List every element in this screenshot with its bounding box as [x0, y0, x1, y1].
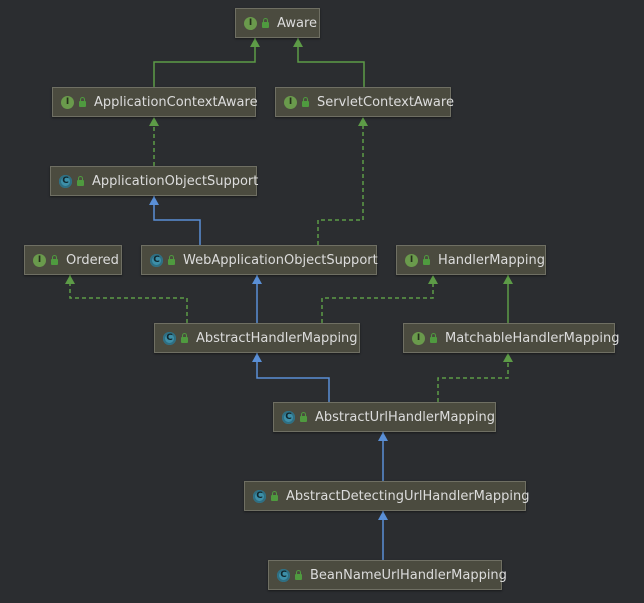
public-lock-icon	[271, 490, 278, 501]
class-badge-icon: C	[277, 568, 290, 582]
node-label: AbstractDetectingUrlHandlerMapping	[286, 488, 530, 504]
node-label: MatchableHandlerMapping	[445, 330, 620, 346]
edge-servlet-context-aware-to-aware	[293, 38, 365, 87]
public-lock-icon	[77, 175, 84, 186]
arrowhead-icon	[503, 353, 513, 362]
interface-badge-icon: I	[284, 95, 297, 109]
edge-line	[153, 196, 201, 245]
edge-abstract-url-handler-mapping-to-abstract-handler-mapping	[252, 353, 330, 402]
node-matchable-handler-mapping[interactable]: I MatchableHandlerMapping	[403, 323, 619, 353]
public-lock-icon	[262, 17, 269, 28]
node-label: Ordered	[66, 252, 119, 268]
node-ordered[interactable]: I Ordered	[24, 245, 122, 275]
edge-line	[437, 353, 509, 402]
node-label: AbstractHandlerMapping	[196, 330, 358, 346]
edge-bean-name-url-handler-mapping-to-abstract-detecting-url-handler-mapping	[378, 511, 388, 560]
node-application-object-support[interactable]: C ApplicationObjectSupport	[50, 166, 259, 196]
arrowhead-icon	[65, 275, 75, 284]
arrowhead-icon	[503, 275, 513, 284]
public-lock-icon	[181, 332, 188, 343]
node-label: ApplicationContextAware	[94, 94, 258, 110]
edge-application-object-support-to-application-context-aware	[149, 117, 159, 166]
edge-line	[153, 38, 256, 87]
edge-abstract-detecting-url-handler-mapping-to-abstract-url-handler-mapping	[378, 432, 388, 481]
edge-web-application-object-support-to-application-object-support	[149, 196, 201, 245]
interface-badge-icon: I	[412, 331, 425, 345]
edge-line	[321, 275, 434, 323]
arrowhead-icon	[293, 38, 303, 47]
public-lock-icon	[300, 411, 307, 422]
node-label: WebApplicationObjectSupport	[183, 252, 378, 268]
public-lock-icon	[423, 254, 430, 265]
public-lock-icon	[51, 254, 58, 265]
edge-matchable-handler-mapping-to-handler-mapping	[503, 275, 513, 323]
class-badge-icon: C	[253, 489, 266, 503]
node-label: HandlerMapping	[438, 252, 545, 268]
class-badge-icon: C	[150, 253, 163, 267]
class-badge-icon: C	[163, 331, 176, 345]
edge-abstract-handler-mapping-to-handler-mapping	[321, 275, 438, 323]
node-bean-name-url-handler-mapping[interactable]: C BeanNameUrlHandlerMapping	[268, 560, 507, 590]
edge-line	[297, 38, 365, 87]
edge-application-context-aware-to-aware	[153, 38, 260, 87]
node-label: ServletContextAware	[317, 94, 454, 110]
node-label: BeanNameUrlHandlerMapping	[310, 567, 507, 583]
public-lock-icon	[168, 254, 175, 265]
node-abstract-detecting-url-handler-mapping[interactable]: C AbstractDetectingUrlHandlerMapping	[244, 481, 530, 511]
arrowhead-icon	[358, 117, 368, 126]
node-abstract-handler-mapping[interactable]: C AbstractHandlerMapping	[154, 323, 360, 353]
node-servlet-context-aware[interactable]: I ServletContextAware	[275, 87, 454, 117]
node-handler-mapping[interactable]: I HandlerMapping	[396, 245, 546, 275]
edge-abstract-url-handler-mapping-to-matchable-handler-mapping	[437, 353, 513, 402]
arrowhead-icon	[428, 275, 438, 284]
node-web-application-object-support[interactable]: C WebApplicationObjectSupport	[141, 245, 378, 275]
edge-abstract-handler-mapping-to-ordered	[65, 275, 188, 323]
edge-abstract-handler-mapping-to-web-application-object-support	[252, 275, 262, 323]
arrowhead-icon	[252, 353, 262, 362]
interface-badge-icon: I	[33, 253, 46, 267]
public-lock-icon	[295, 569, 302, 580]
public-lock-icon	[430, 332, 437, 343]
class-badge-icon: C	[282, 410, 295, 424]
arrowhead-icon	[149, 117, 159, 126]
edge-web-application-object-support-to-servlet-context-aware	[317, 117, 368, 245]
node-application-context-aware[interactable]: I ApplicationContextAware	[52, 87, 258, 117]
node-aware[interactable]: I Aware	[235, 8, 320, 38]
public-lock-icon	[79, 96, 86, 107]
arrowhead-icon	[252, 275, 262, 284]
public-lock-icon	[302, 96, 309, 107]
node-label: Aware	[277, 15, 318, 31]
node-abstract-url-handler-mapping[interactable]: C AbstractUrlHandlerMapping	[273, 402, 496, 432]
arrowhead-icon	[378, 432, 388, 441]
edge-line	[69, 275, 188, 323]
edge-line	[256, 353, 330, 402]
interface-badge-icon: I	[61, 95, 74, 109]
interface-badge-icon: I	[244, 16, 257, 30]
arrowhead-icon	[378, 511, 388, 520]
edge-line	[317, 117, 364, 245]
arrowhead-icon	[250, 38, 260, 47]
arrowhead-icon	[149, 196, 159, 205]
node-label: ApplicationObjectSupport	[92, 173, 259, 189]
interface-badge-icon: I	[405, 253, 418, 267]
class-badge-icon: C	[59, 174, 72, 188]
node-label: AbstractUrlHandlerMapping	[315, 409, 496, 425]
